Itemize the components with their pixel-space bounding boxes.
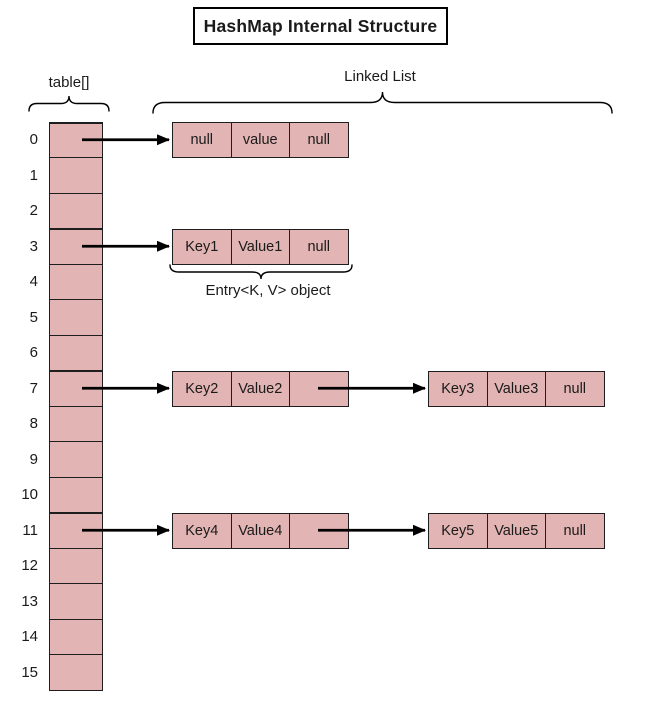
bucket-row: 13 (14, 583, 103, 620)
entry-object-label: Entry<K, V> object (205, 282, 331, 299)
table-array-brace (28, 95, 110, 112)
bucket-row: 0 (14, 121, 103, 158)
entry-node-cell: Value5 (486, 512, 546, 549)
bucket-index-label: 1 (29, 166, 38, 184)
bucket-cell (49, 405, 103, 442)
bucket-cell (49, 121, 103, 158)
entry-node-cell: null (289, 228, 349, 265)
entry-node-cell: Key1 (172, 228, 232, 265)
table-array-label: table[] (48, 74, 90, 91)
bucket-row: 4 (14, 263, 103, 300)
bucket-row: 2 (14, 192, 103, 229)
bucket-row: 6 (14, 334, 103, 371)
linked-list-label: Linked List (344, 68, 416, 85)
bucket-index-label: 15 (21, 663, 38, 681)
bucket-index-label: 13 (21, 592, 38, 610)
bucket-index-label: 11 (22, 521, 38, 539)
entry-node-cell: Value2 (230, 370, 290, 407)
bucket-row: 3 (14, 228, 103, 265)
entry-node-cell: Key2 (172, 370, 232, 407)
bucket-cell (49, 476, 103, 513)
bucket-row: 9 (14, 441, 103, 478)
bucket-row: 5 (14, 299, 103, 336)
bucket-cell (49, 263, 103, 300)
entry-node-cell: null (545, 512, 605, 549)
linked-list-brace (152, 91, 613, 114)
entry-node-cell (289, 370, 349, 407)
entry-node-cell: Value4 (230, 512, 290, 549)
bucket-cell (49, 192, 103, 229)
bucket-row: 15 (14, 654, 103, 691)
bucket-index-label: 2 (29, 202, 38, 219)
bucket-cell (49, 583, 103, 620)
bucket-cell (49, 157, 103, 194)
bucket-cell (49, 370, 103, 407)
arrows (82, 134, 426, 536)
bucket-row: 7 (14, 370, 103, 407)
entry-node-cell: Value3 (486, 370, 546, 407)
bucket-row: 12 (14, 547, 103, 584)
bucket-index-label: 14 (21, 628, 38, 645)
entry-object-brace (169, 264, 353, 280)
bucket-index-label: 3 (29, 237, 38, 255)
entry-node-cell: null (289, 122, 349, 158)
bucket-cell (49, 512, 103, 549)
bucket-index-label: 6 (29, 344, 38, 361)
bucket-cell (49, 654, 103, 691)
entry-node-cell: Key3 (428, 370, 488, 407)
bucket-index-label: 10 (21, 486, 38, 503)
bucket-cell (49, 299, 103, 336)
entry-node-cell (289, 512, 349, 549)
bucket-index-label: 12 (21, 557, 38, 574)
bucket-index-label: 7 (29, 379, 38, 397)
bucket-row: 14 (14, 618, 103, 655)
bucket-cell (49, 441, 103, 478)
bucket-cell (49, 228, 103, 265)
bucket-row: 11 (14, 512, 103, 549)
bucket-index-label: 9 (29, 450, 38, 468)
bucket-row: 10 (14, 476, 103, 513)
bucket-cell (49, 618, 103, 655)
bucket-index-label: 5 (29, 308, 38, 326)
bucket-row: 8 (14, 405, 103, 442)
entry-node-cell: value (230, 122, 290, 158)
bucket-index-label: 8 (29, 415, 38, 432)
entry-node-cell: Value1 (230, 228, 290, 265)
bucket-row: 1 (14, 157, 103, 194)
bucket-cell (49, 547, 103, 584)
bucket-cell (49, 334, 103, 371)
entry-node-cell: null (172, 122, 232, 158)
bucket-index-label: 4 (29, 273, 38, 290)
bucket-index-label: 0 (29, 131, 38, 148)
entry-node-cell: Key5 (428, 512, 488, 549)
entry-node-cell: null (545, 370, 605, 407)
entry-node-cell: Key4 (172, 512, 232, 549)
diagram-title: HashMap Internal Structure (193, 7, 448, 45)
